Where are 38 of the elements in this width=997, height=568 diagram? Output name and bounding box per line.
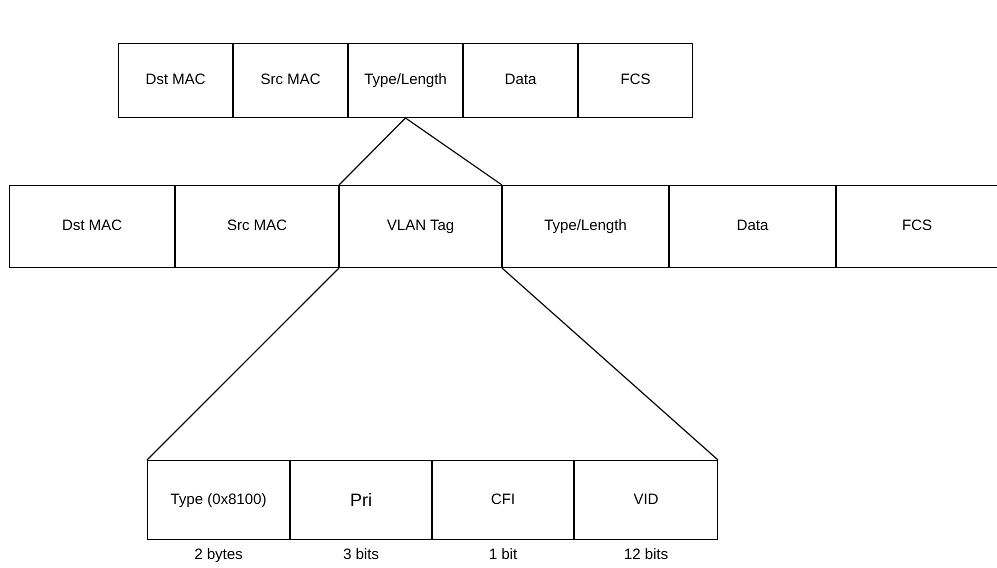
field-name: Dst MAC — [62, 217, 122, 236]
field-name: CFI — [490, 490, 516, 510]
field-box — [147, 460, 290, 540]
expansion-line — [146, 268, 340, 460]
field-name: Src MAC — [227, 217, 287, 236]
field-box — [233, 43, 348, 118]
field-name: VLAN Tag — [386, 217, 454, 236]
field-box — [463, 43, 578, 118]
field-box — [836, 185, 997, 268]
field-name: Dst MAC — [146, 71, 206, 90]
field-box — [348, 43, 463, 118]
field-size: 2 bytes — [193, 546, 244, 563]
field-name: VID — [633, 490, 658, 510]
field-box — [290, 460, 432, 540]
field-size: 1 bit — [488, 546, 518, 563]
field-name: Src MAC — [260, 71, 320, 90]
field-name: FCS — [620, 71, 650, 90]
field-size: 3 bits — [342, 546, 380, 563]
field-box — [9, 185, 175, 268]
field-name: Type/Length — [364, 71, 447, 90]
field-name: Data — [504, 71, 536, 90]
expansion-line — [338, 118, 406, 186]
field-box — [578, 43, 693, 118]
field-box — [432, 460, 574, 540]
field-box — [574, 460, 718, 540]
field-name: FCS — [902, 217, 932, 236]
field-name: Type (0x8100) — [170, 490, 266, 510]
field-box — [502, 185, 669, 268]
field-box — [669, 185, 836, 268]
field-name: Data — [736, 217, 768, 236]
field-size: 12 bits — [622, 546, 670, 563]
field-name: Pri — [350, 488, 372, 512]
field-name: Type/Length — [544, 217, 627, 236]
field-box — [118, 43, 233, 118]
field-box — [339, 185, 502, 268]
field-box — [175, 185, 339, 268]
expansion-line — [502, 268, 718, 460]
expansion-line — [405, 117, 502, 186]
